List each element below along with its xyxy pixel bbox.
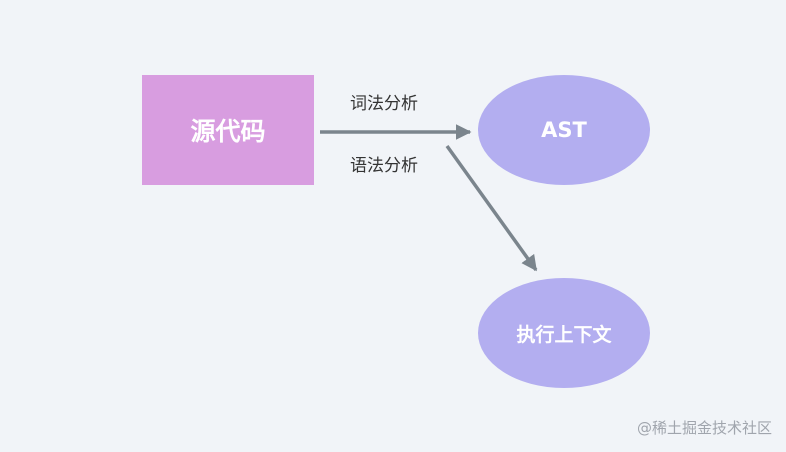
lexical-analysis-label: 词法分析 <box>350 94 418 114</box>
source-code-node: 源代码 <box>142 75 314 185</box>
source-code-label: 源代码 <box>190 117 266 146</box>
ast-node: AST <box>478 75 650 185</box>
ast-label: AST <box>541 118 587 142</box>
execution-context-node: 执行上下文 <box>478 278 650 388</box>
execution-context-label: 执行上下文 <box>516 323 612 346</box>
arrow-to-context <box>445 144 538 272</box>
watermark-text: @稀土掘金技术社区 <box>636 419 772 437</box>
syntax-analysis-label: 语法分析 <box>350 156 418 176</box>
